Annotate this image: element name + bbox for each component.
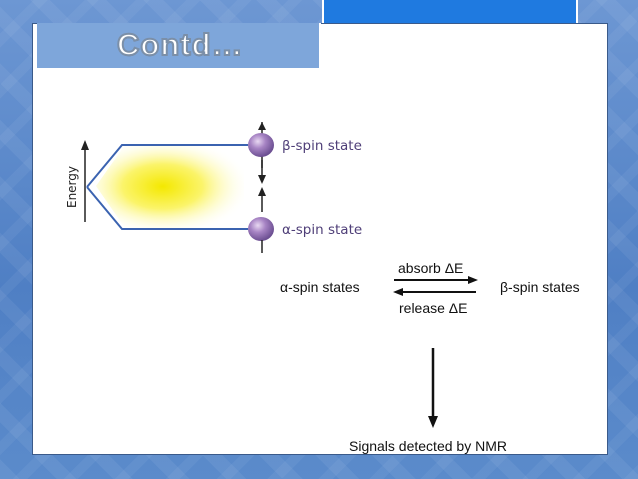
nmr-arrowhead-icon — [428, 416, 438, 428]
energy-axis-arrowhead — [81, 140, 89, 150]
energy-glow — [96, 145, 244, 228]
beta-spin-sphere-icon — [248, 133, 274, 157]
up-arrowhead-icon — [258, 187, 266, 196]
beta-spin-arrowhead-icon — [258, 122, 266, 130]
alpha-spin-sphere-icon — [248, 217, 274, 241]
down-arrowhead-icon — [258, 175, 266, 184]
left-state-label: α-spin states — [280, 279, 360, 295]
release-label: release ΔE — [399, 300, 468, 316]
absorb-label: absorb ΔE — [398, 260, 464, 276]
beta-spin-label: β-spin state — [282, 138, 362, 154]
nmr-signal-label: Signals detected by NMR — [349, 438, 507, 454]
title-banner: Contd… — [37, 23, 321, 68]
slide-body — [32, 23, 608, 455]
absorb-arrowhead-icon — [468, 276, 478, 284]
beta-level-line — [86, 144, 248, 188]
alpha-spin-label: α-spin state — [282, 222, 363, 238]
release-arrowhead-icon — [393, 288, 403, 296]
slide-title: Contd… — [116, 26, 244, 63]
energy-axis-label: Energy — [65, 166, 79, 209]
alpha-level-line — [86, 186, 248, 230]
right-state-label: β-spin states — [500, 279, 580, 295]
